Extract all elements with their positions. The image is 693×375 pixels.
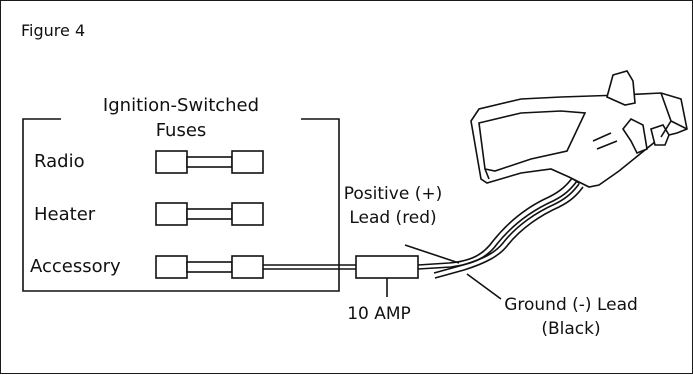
fuse-label-radio: Radio [34, 151, 85, 172]
fuse-heater [155, 202, 264, 226]
accessory-wire [263, 264, 356, 270]
fuse-accessory [155, 255, 264, 279]
ground-lead-label-line1: Ground (-) Lead [504, 295, 638, 315]
fuse-radio [155, 150, 264, 174]
inline-fuse-label: 10 AMP [347, 304, 411, 324]
ground-lead-label-line2: (Black) [541, 319, 600, 339]
ground-lead-leader [466, 273, 502, 300]
inline-fuse-holder [355, 255, 419, 279]
fuse-label-heater: Heater [34, 204, 96, 225]
fuse-label-accessory: Accessory [30, 256, 121, 277]
fuse-box-title-line2: Fuses [156, 120, 207, 141]
positive-lead-label-line1: Positive (+) [344, 184, 442, 204]
figure-title: Figure 4 [21, 21, 86, 40]
charger-cradle-illustration [470, 70, 688, 188]
fuse-box-title-line1: Ignition-Switched [103, 95, 259, 116]
fuse-box-outline [22, 118, 340, 292]
ground-lead-wire [433, 183, 584, 279]
positive-lead-leader [404, 244, 460, 264]
positive-lead-label-line2: Lead (red) [349, 208, 436, 228]
